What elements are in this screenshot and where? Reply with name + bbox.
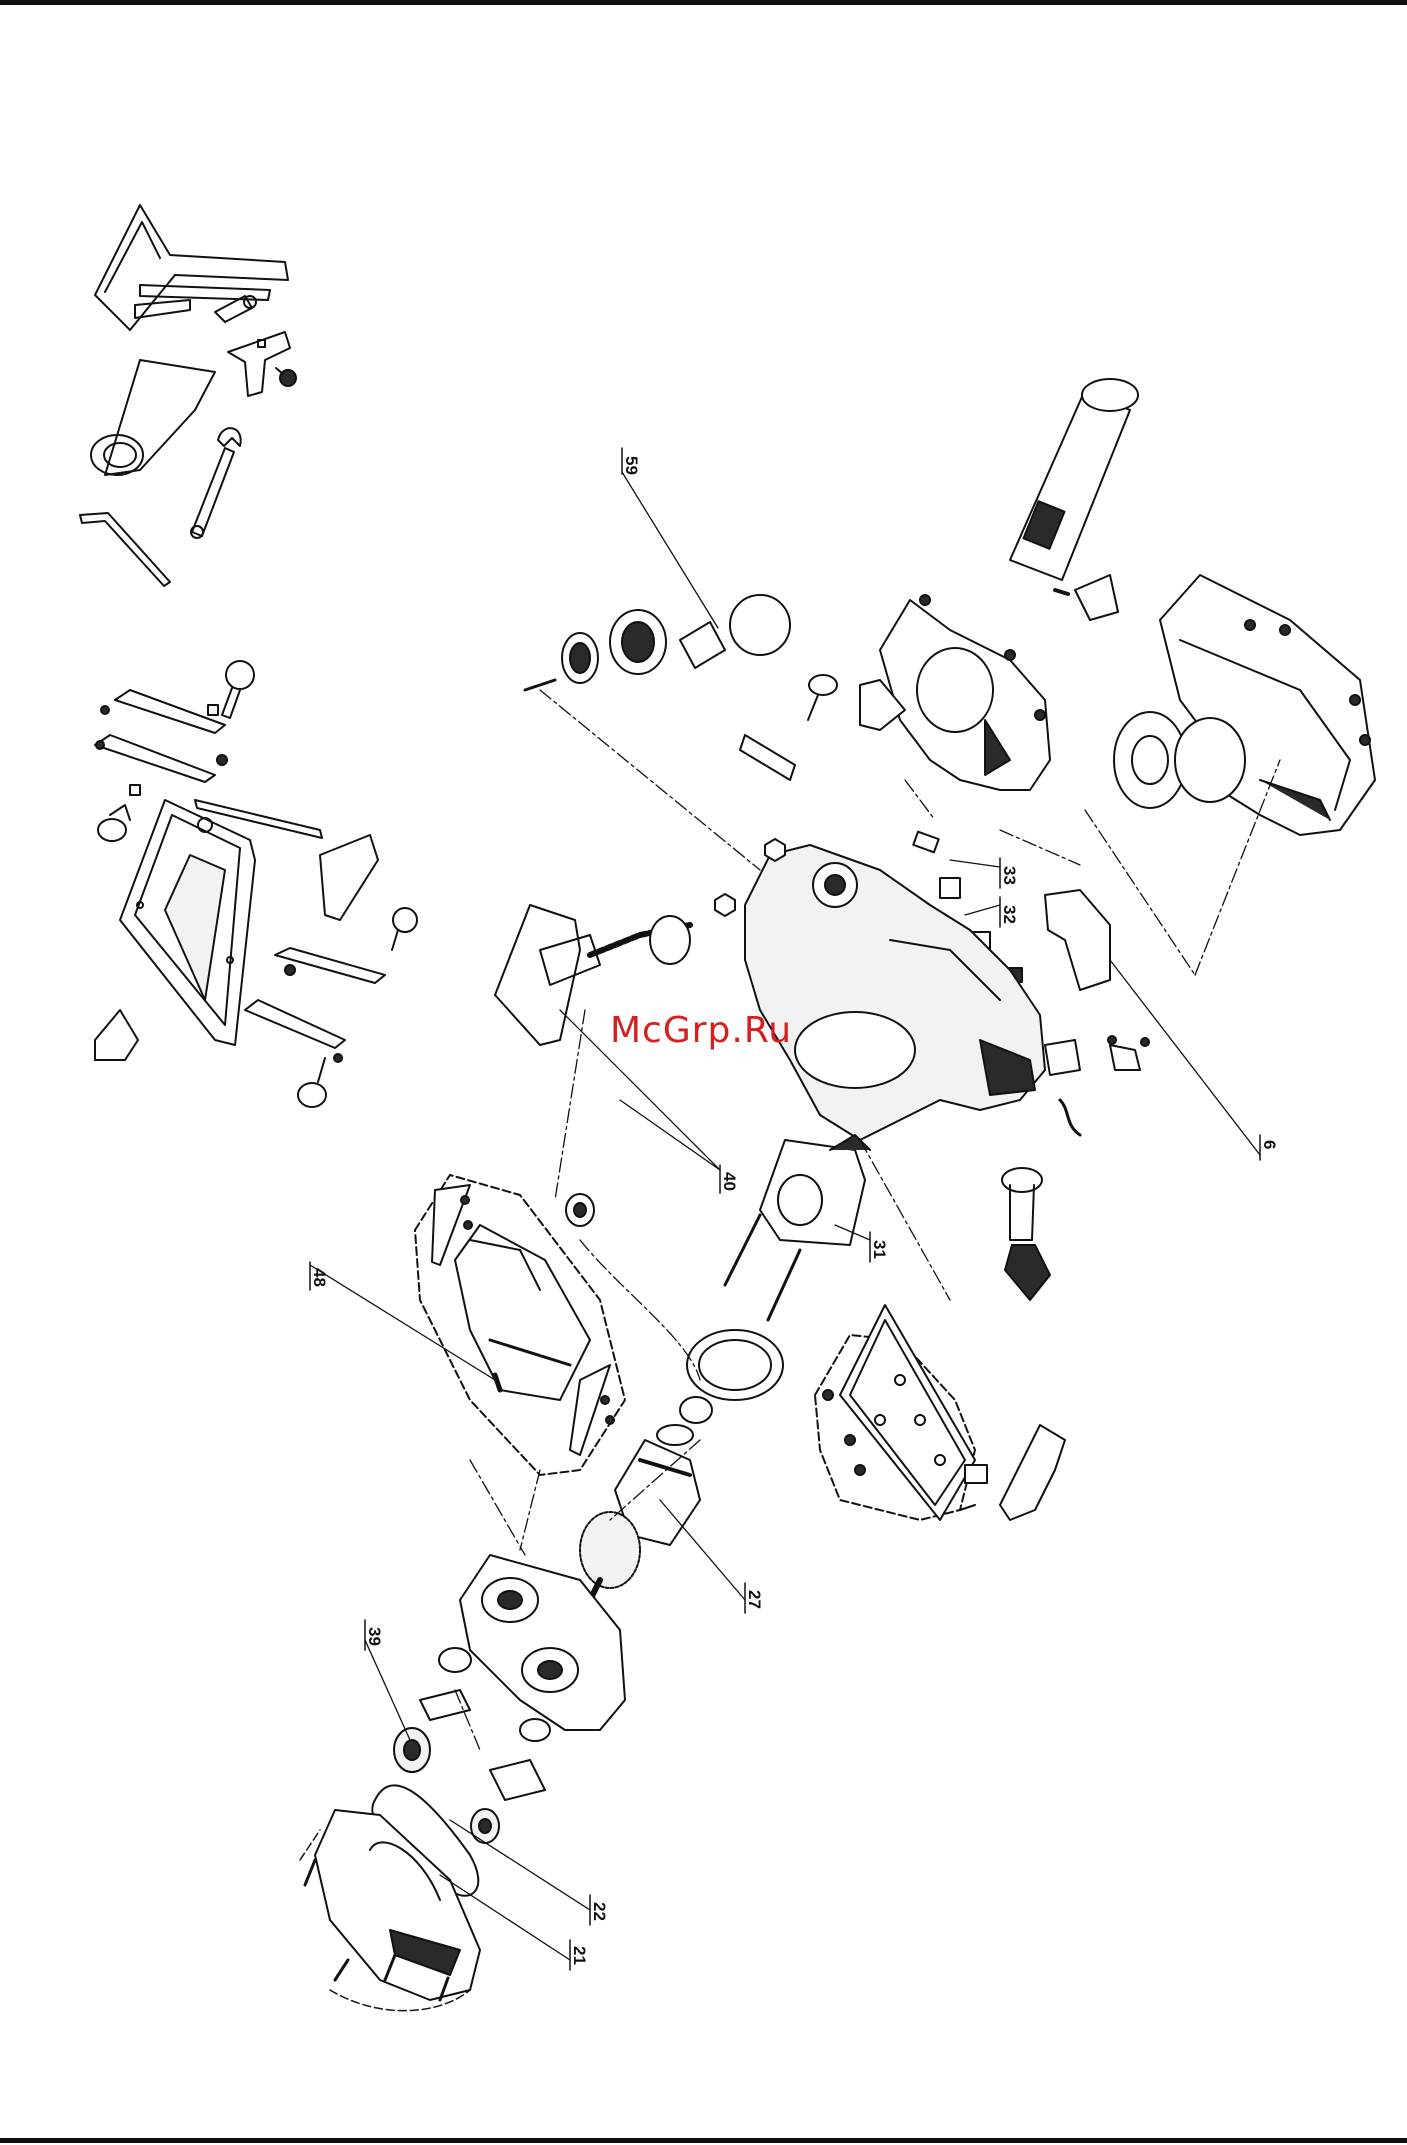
belt-pulley-small (471, 1809, 499, 1843)
callout-label-27: 27 (745, 1590, 764, 1609)
spanner-wrench (191, 428, 241, 538)
callout-label-31: 31 (870, 1240, 889, 1259)
fence-rail-lower (245, 948, 385, 1062)
bearing-flange-lower (490, 1719, 550, 1800)
locking-knob-upper (208, 661, 254, 718)
watermark-text: McGrp.Ru (610, 1010, 792, 1051)
callout-label-59: 59 (622, 456, 641, 475)
corner-guard (95, 1010, 138, 1060)
mounting-bracket (228, 332, 290, 396)
pulley-screw (525, 680, 555, 690)
wire-terminal (1060, 1100, 1080, 1135)
hex-key (80, 513, 170, 586)
belt-pulley-large (394, 1728, 430, 1772)
locking-knob-right (392, 908, 417, 950)
carbon-brush-upper (913, 832, 960, 898)
base-plate (120, 800, 255, 1045)
front-end-cap (495, 905, 600, 1045)
callout-label-39: 39 (365, 1627, 384, 1646)
callout-label-40: 40 (720, 1172, 739, 1191)
lock-lever-knob (808, 675, 837, 720)
callout-label-48: 48 (310, 1268, 329, 1287)
main-motor-housing (745, 845, 1045, 1140)
front-handle-grip (1010, 379, 1138, 580)
parallel-fence-accessory (95, 205, 288, 330)
cable-clamp (1045, 1036, 1149, 1075)
fence-rail-upper (95, 690, 225, 782)
callout-label-32: 32 (1000, 905, 1019, 924)
bearing-bracket-seal (687, 1330, 783, 1400)
depth-stop-blade (320, 835, 378, 920)
rear-guard-handle (960, 1425, 1065, 1520)
locking-knob-left (98, 805, 130, 841)
callout-label-6: 6 (1260, 1140, 1279, 1149)
fan-cover (1114, 712, 1245, 808)
armature-bearing-lower (680, 1397, 712, 1423)
armature-rotor (580, 1425, 700, 1600)
armature-bearing-ring (566, 1194, 594, 1226)
stator-field-coil (760, 1135, 870, 1245)
pulley-bearing (610, 610, 666, 674)
bracket-screw (276, 368, 296, 386)
drive-pulley (680, 595, 790, 668)
lock-plate (740, 735, 795, 780)
handle-plug (1055, 575, 1118, 620)
compression-spring (590, 916, 690, 964)
housing-half-cover (880, 595, 1050, 790)
cable-sleeve (1002, 1168, 1050, 1300)
callout-label-21: 21 (570, 1946, 589, 1965)
locking-knob-bottom (298, 1058, 326, 1107)
switch-trigger (1045, 890, 1110, 990)
bearing-washer (562, 633, 598, 683)
callout-label-33: 33 (1000, 866, 1019, 885)
dust-extraction-adapter (91, 360, 215, 475)
callout-label-22: 22 (590, 1902, 609, 1921)
